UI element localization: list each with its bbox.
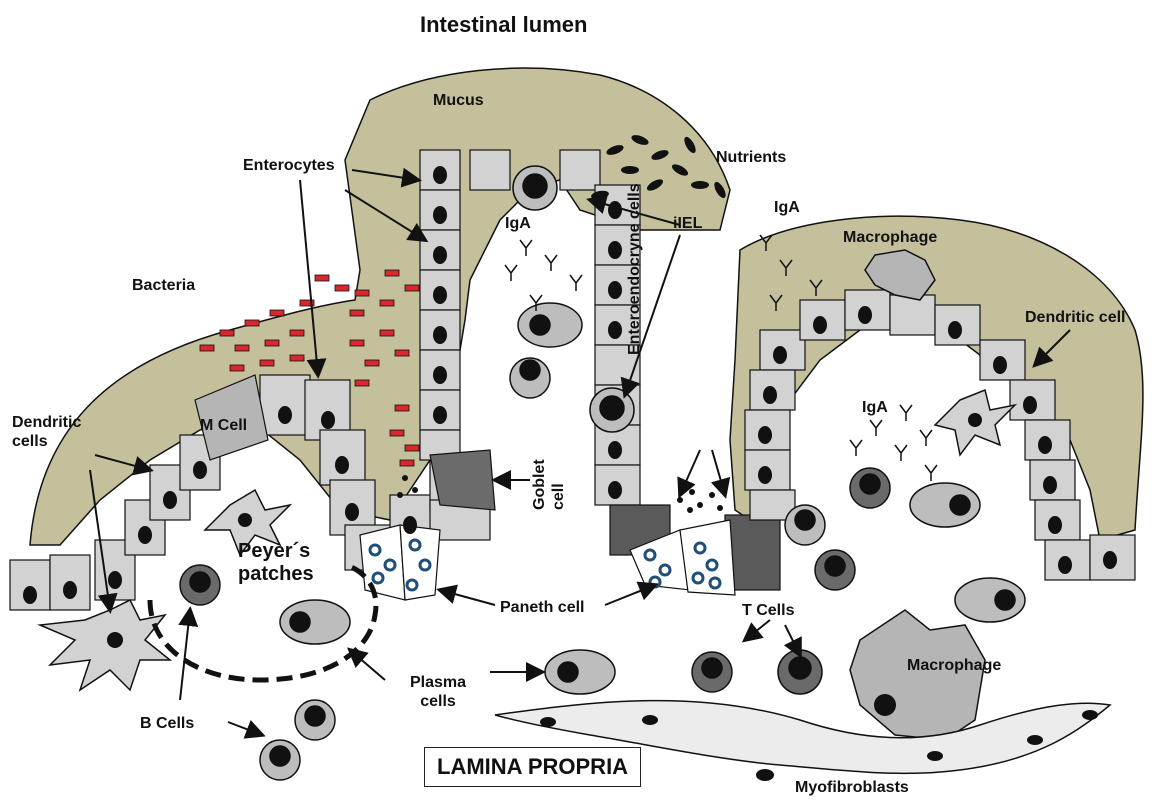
label-goblet: Goblet cell [530, 440, 568, 510]
label-enterocytes: Enterocytes [243, 158, 335, 174]
label-iel: iIEL [673, 216, 702, 232]
goblet-cell [430, 450, 495, 510]
label-enteroendocrine: Enteroendocryne cells [625, 165, 644, 355]
label-b-cells: B Cells [140, 716, 194, 732]
macrophage-bottom-nucleus [874, 694, 896, 716]
diagram-title: Intestinal lumen [420, 14, 587, 36]
label-bacteria: Bacteria [132, 278, 195, 294]
label-iga-2: IgA [774, 200, 800, 216]
label-dendritic-cells: Dendritic cells [12, 413, 92, 451]
label-paneth: Paneth cell [500, 600, 584, 616]
label-macrophage-bottom: Macrophage [907, 658, 1001, 674]
label-myofibroblasts: Myofibroblasts [795, 780, 909, 796]
label-plasma-cells: Plasma cells [398, 673, 478, 711]
label-t-cells: T Cells [742, 603, 794, 619]
label-iga-3: IgA [862, 400, 888, 416]
label-iga-1: IgA [505, 216, 531, 232]
label-mucus: Mucus [433, 93, 484, 109]
label-nutrients: Nutrients [716, 150, 786, 166]
label-lamina-propria: LAMINA PROPRIA [424, 747, 641, 787]
label-peyers-patches: Peyer´s patches [238, 540, 348, 586]
label-macrophage-top: Macrophage [843, 230, 937, 246]
label-m-cell: M Cell [200, 418, 247, 434]
macrophage-bottom [850, 610, 985, 740]
label-dendritic-cell: Dendritic cell [1025, 310, 1125, 326]
